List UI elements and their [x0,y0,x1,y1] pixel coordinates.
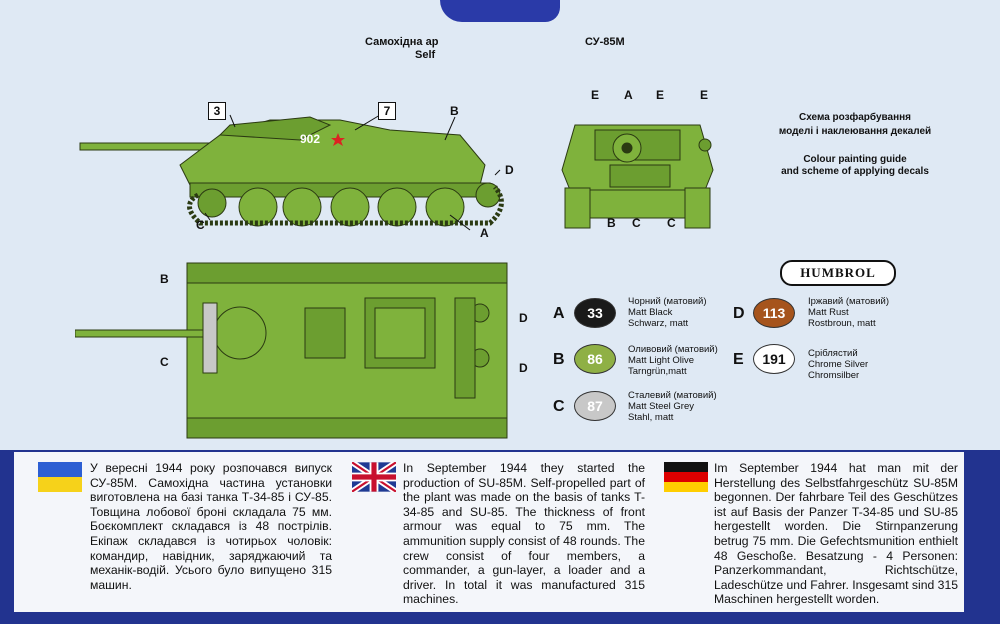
text-english: In September 1944 they started the produ… [403,461,645,607]
paint-a-en: Matt Black [628,307,673,318]
guide-ua-line2: моделі і наклеювання декалей [778,126,932,137]
paint-letter-c: C [553,398,565,415]
side-callout-A: A [480,226,489,240]
gun-barrel-top [75,329,216,338]
hull-number-decal: 902 [300,132,320,146]
paint-letter-d: D [733,305,745,322]
paint-e-en: Chrome Silver [808,359,869,370]
side-callout-B: B [450,104,459,118]
front-callout-A: A [624,88,633,102]
front-callout-E1: E [591,88,600,102]
decal-callout-3: 3 [208,102,226,120]
top-callout-B: B [160,272,169,286]
right-track [684,187,711,229]
paint-b-de: Tarngrün,matt [628,366,687,377]
side-callout-C: C [196,218,205,232]
germany-flag-icon [664,462,708,492]
front-callout-B: B [607,216,616,230]
top-view-drawing [75,262,508,439]
front-callout-E3: E [700,88,709,102]
paint-d-de: Rostbroun, matt [808,318,876,329]
paint-e-de: Chromsilber [808,370,860,381]
side-callout-D: D [505,163,514,177]
title-en: Self [415,49,436,61]
top-callout-C: C [160,355,169,369]
track [187,185,504,226]
paint-c-ua: Сталевий (матовий) [628,390,717,401]
humbrol-logo: HUMBROL [780,260,896,286]
front-callout-C1: C [632,216,641,230]
paint-d-en: Matt Rust [808,307,849,318]
left-track [564,187,591,229]
paint-letter-e: E [733,351,744,368]
title-ua: Самохідна ар [365,36,439,48]
paint-e-ua: Сріблястий [808,348,858,359]
paint-b-en: Matt Light Olive [628,355,694,366]
top-callout-D1: D [519,311,528,325]
paint-swatch-e: 191 [753,344,795,374]
ukraine-flag-icon [38,462,82,492]
uk-flag-icon [352,462,396,492]
guide-en-line1: Colour painting guide [803,154,907,165]
red-star-decal [331,133,345,146]
paint-swatch-b: 86 [574,344,616,374]
paint-letter-a: A [553,305,565,322]
guide-ua-line1: Схема розфарбування [798,112,911,123]
road-wheels [197,182,501,227]
side-view-drawing: 902 [79,114,504,231]
guide-en-line2: and scheme of applying decals [781,166,929,177]
front-callout-E2: E [656,88,665,102]
history-text-panel [14,452,964,612]
text-ukrainian: У вересні 1944 року розпочався випуск СУ… [90,461,332,592]
paint-c-de: Stahl, matt [628,412,674,423]
paint-swatch-c: 87 [574,391,616,421]
paint-swatch-a: 33 [574,298,616,328]
spare-track-links [202,302,218,374]
front-view-drawing [561,124,714,229]
paint-d-ua: Іржавий (матовий) [808,296,889,307]
text-german: Im September 1944 hat man mit der Herste… [714,461,958,607]
front-callout-C2: C [667,216,676,230]
top-callout-D2: D [519,361,528,375]
title-model: СУ-85М [585,36,625,48]
scan-blob [440,0,560,22]
paint-a-ua: Чорний (матовий) [628,296,707,307]
paint-letter-b: B [553,351,565,368]
paint-swatch-d: 113 [753,298,795,328]
paint-a-de: Schwarz, matt [628,318,689,329]
decal-callout-7: 7 [378,102,396,120]
paint-c-en: Matt Steel Grey [628,401,694,412]
paint-b-ua: Оливовий (матовий) [628,344,718,355]
